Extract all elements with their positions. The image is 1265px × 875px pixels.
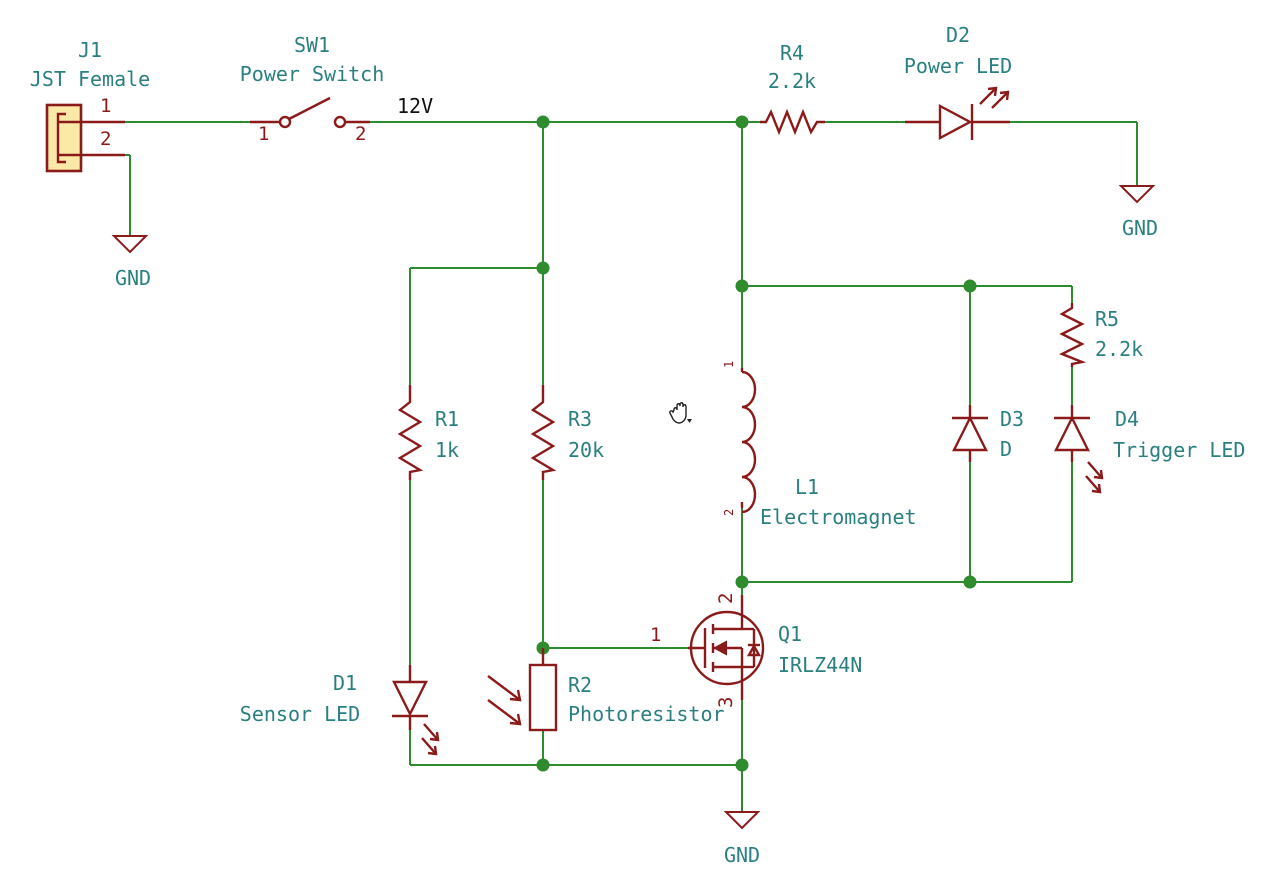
q1-mosfet[interactable] [688,595,765,700]
d2-power-led[interactable] [905,86,1010,140]
gnd-symbol-d2 [1118,185,1156,204]
j1-pin1: 1 [100,95,111,117]
gnd-label-main: GND [724,843,760,867]
q1-ref: Q1 [778,622,802,646]
d3-value: D [1000,437,1012,461]
r1-ref: R1 [435,407,459,431]
j1-ref: J1 [78,38,102,62]
d2-ref: D2 [946,23,970,47]
j1-pin2: 2 [100,128,111,150]
gnd-label-d2: GND [1122,216,1158,240]
d4-ref: D4 [1115,407,1139,431]
wires [82,121,1138,812]
d1-value: Sensor LED [240,702,360,726]
d1-sensor-led[interactable] [392,665,440,756]
junctions [536,115,977,772]
j1-value: JST Female [30,67,150,91]
l1-pin1: 1 [722,361,736,368]
d3-ref: D3 [1000,407,1024,431]
sw1-pin2: 2 [355,123,366,145]
l1-pin2: 2 [722,509,736,516]
r4-value: 2.2k [768,69,816,93]
l1-ref: L1 [795,475,819,499]
r1-value: 1k [435,438,459,462]
r3-ref: R3 [568,407,592,431]
r1-resistor[interactable] [397,385,424,480]
r2-ref: R2 [568,673,592,697]
d2-value: Power LED [904,54,1012,78]
r5-resistor[interactable] [1059,303,1087,367]
hand-cursor-icon [669,402,692,424]
l1-value: Electromagnet [760,505,917,529]
l1-electromagnet[interactable] [740,368,757,514]
q1-pin-source: 3 [715,697,737,708]
j1-connector[interactable] [45,103,125,173]
d3-diode[interactable] [952,405,988,462]
sw1-ref: SW1 [294,33,330,57]
r5-value: 2.2k [1095,337,1143,361]
r2-photoresistor[interactable] [487,648,558,732]
q1-pin-drain: 2 [715,593,737,604]
r4-resistor[interactable] [760,108,825,136]
r5-ref: R5 [1095,307,1119,331]
gnd-symbol-main [723,811,761,830]
net-label-12v: 12V [397,94,433,118]
d1-ref: D1 [333,671,357,695]
r3-value: 20k [568,438,604,462]
q1-pin-gate: 1 [650,624,661,646]
sw1-switch[interactable] [250,96,370,129]
d4-trigger-led[interactable] [1054,405,1104,494]
r3-resistor[interactable] [530,385,557,480]
gnd-label-j1: GND [115,266,151,290]
gnd-symbol-j1 [111,235,149,254]
sw1-pin1: 1 [258,123,269,145]
r4-ref: R4 [780,41,804,65]
d4-value: Trigger LED [1113,438,1245,462]
sw1-value: Power Switch [240,62,385,86]
r2-value: Photoresistor [568,702,725,726]
q1-value: IRLZ44N [778,653,862,677]
